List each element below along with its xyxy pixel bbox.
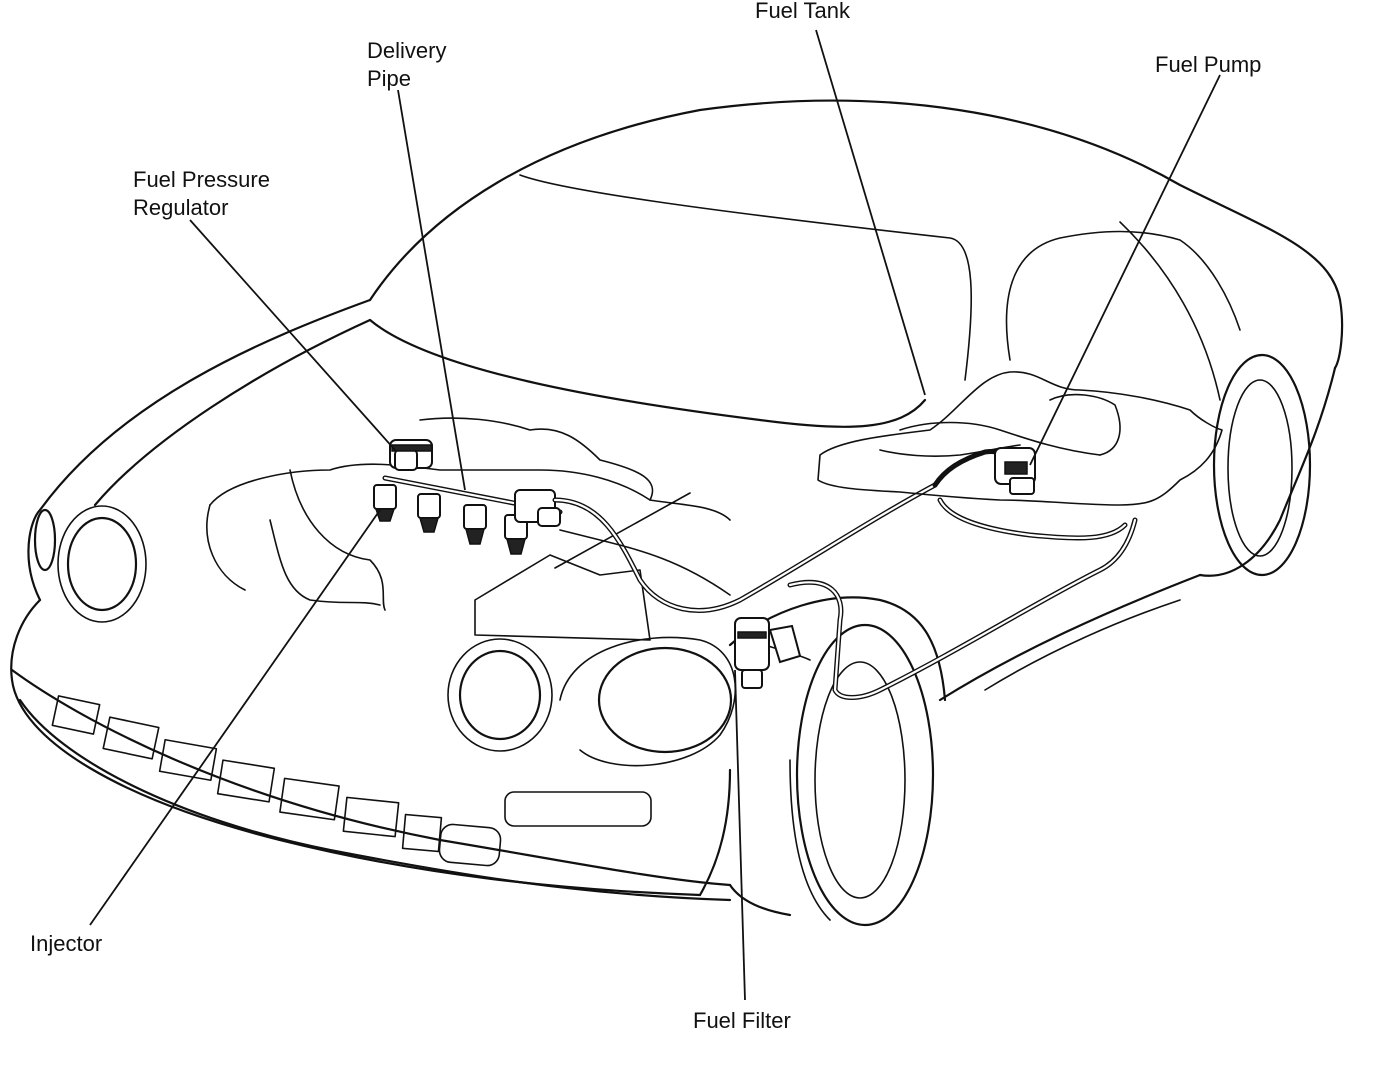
lower-valance (18, 698, 732, 902)
engine-left (206, 504, 246, 591)
fuel-filter (734, 617, 802, 689)
label-fuel-tank: Fuel Tank (755, 0, 851, 23)
engine-bay (206, 417, 731, 641)
fuel-line-return (552, 482, 938, 613)
fuel-pump (994, 447, 1036, 495)
hood-outline (93, 318, 372, 507)
headlight-right-inner (458, 649, 542, 741)
c-pillar (1119, 221, 1221, 401)
leader-fuel-tank (815, 29, 926, 396)
fuel-tank-sump (1049, 393, 1121, 456)
fuel-tank-outline (817, 371, 1223, 506)
label-fuel-filter: Fuel Filter (693, 1008, 791, 1033)
leader-fuel-filter (734, 669, 746, 1001)
grille-slot (342, 796, 400, 838)
engine-block (209, 463, 731, 521)
label-injector: Injector (30, 931, 102, 956)
fuel-pressure-regulator (389, 439, 433, 471)
rear-tire-inner (1227, 379, 1293, 557)
front-fender (728, 596, 947, 702)
headlight-left-outer-ring (57, 505, 147, 623)
injector (417, 493, 441, 533)
fuel-line-feed (559, 529, 731, 596)
label-delivery-pipe-line1: Delivery (367, 38, 446, 63)
leader-injector (89, 509, 381, 926)
hood-leading-edge (27, 508, 42, 602)
headlight-left-outer (66, 516, 138, 612)
front-fascia (38, 298, 372, 512)
label-delivery-pipe-line2: Pipe (367, 66, 411, 91)
grille-slot (279, 777, 340, 821)
engine-lower (289, 469, 386, 611)
headlights (33, 505, 737, 767)
grille-slot (102, 716, 160, 760)
grille-slot (401, 813, 443, 853)
grille-slot (438, 823, 502, 867)
label-fuel-pressure-regulator-line1: Fuel Pressure (133, 167, 270, 192)
headlight-left-inner (33, 508, 57, 572)
grille-slot (216, 759, 276, 803)
bumper-side (698, 768, 732, 897)
fuel-tank-top (899, 421, 1101, 456)
engine-cover (419, 417, 654, 501)
intake-box (474, 554, 651, 641)
leader-lines (89, 29, 1221, 1001)
rail-fitting (514, 489, 561, 527)
rear-quarter (1198, 366, 1337, 577)
rear-tire (1212, 353, 1312, 577)
headlight-right-outer (597, 646, 733, 754)
tank-return-line (937, 497, 1128, 541)
wheels (789, 353, 1312, 927)
leader-delivery-pipe (397, 89, 466, 491)
front-tire-inner (814, 661, 906, 899)
grille (51, 695, 652, 867)
leader-fuel-pump (1029, 74, 1221, 466)
front-tire (795, 623, 935, 927)
grille-slot (158, 738, 218, 782)
rocker-line (938, 573, 1202, 702)
label-fuel-pressure-regulator-line2: Regulator (133, 195, 228, 220)
front-tire-tread (789, 759, 831, 921)
headlight-right-housing (559, 636, 737, 767)
fuel-rail-assembly (373, 439, 563, 555)
grille-slot (51, 695, 101, 735)
cowl-line (368, 318, 927, 428)
rocker-line-inner (984, 599, 1181, 691)
injector (373, 484, 397, 522)
firewall (554, 492, 691, 569)
fender-to-bumper (728, 883, 792, 917)
windshield-top (519, 174, 973, 381)
front-bumper-top (10, 668, 732, 887)
engine-head (269, 519, 381, 606)
leader-fuel-pressure-regulator (189, 219, 396, 451)
roof-outline (368, 99, 1344, 370)
side-marker (504, 791, 652, 827)
callout-labels: Fuel Tank Fuel Pump Delivery Pipe Fuel P… (30, 0, 1261, 1033)
label-fuel-pump: Fuel Pump (1155, 52, 1261, 77)
side-window (1005, 230, 1241, 361)
injector (463, 504, 487, 545)
headlight-right-inner-ring (447, 638, 553, 752)
front-bumper-body (10, 598, 702, 897)
car-body (10, 99, 1344, 917)
